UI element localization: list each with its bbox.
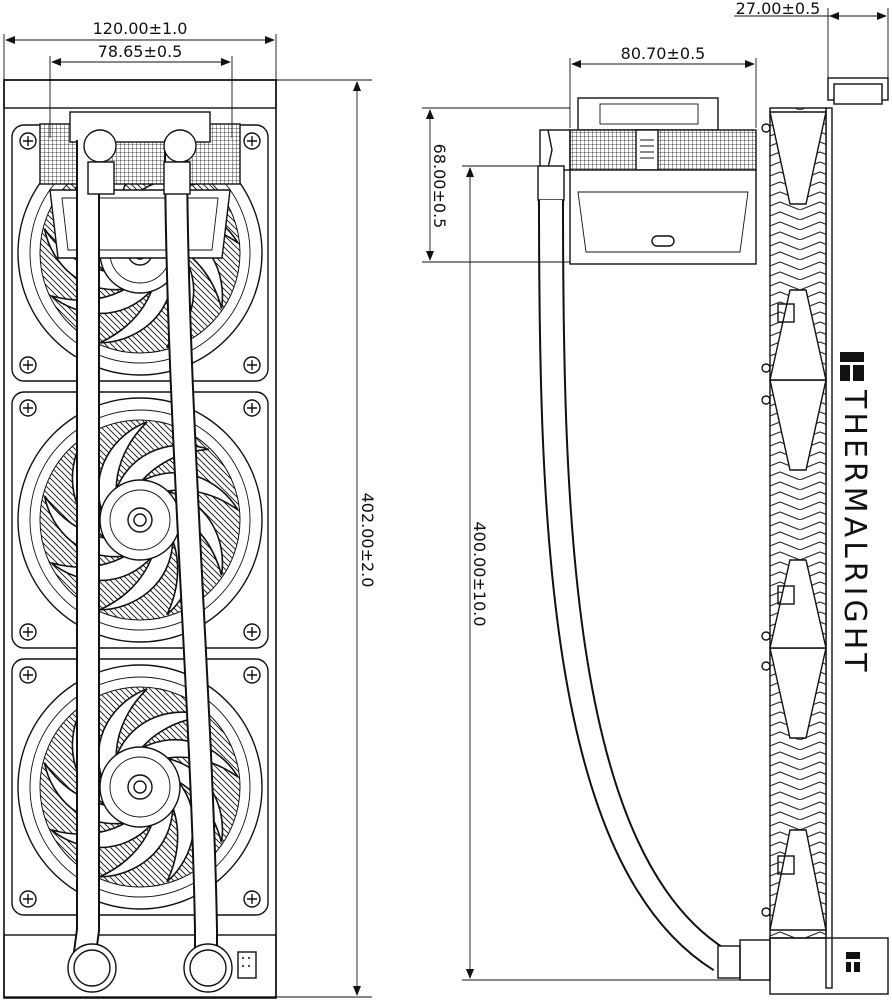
brand-logo <box>840 352 864 362</box>
height-dimension: 402.00±2.0 <box>276 79 377 998</box>
pump-height-dimension: 68.00±0.5 <box>422 107 570 263</box>
height-dim-text: 402.00±2.0 <box>358 493 377 588</box>
tube-length-dimension: 400.00±10.0 <box>462 165 740 981</box>
tube-spacing-dimension: 78.65±0.5 <box>49 42 233 138</box>
pump-height-dim-text: 68.00±0.5 <box>430 144 449 229</box>
brand-text: THERMALRIGHT <box>837 389 872 676</box>
side-view: THERMALRIGHT <box>422 0 889 995</box>
front-view: 120.00±1.0 78.65±0.5 402.00±2.0 <box>3 19 377 999</box>
pump-width-dimension: 80.70±0.5 <box>569 44 757 128</box>
pump-side <box>539 97 757 265</box>
thickness-dim-text: 27.00±0.5 <box>736 0 821 18</box>
tube-side <box>537 165 771 981</box>
thickness-dimension: 27.00±0.5 <box>734 0 889 78</box>
tube-spacing-dim-text: 78.65±0.5 <box>98 42 183 61</box>
tube-length-dim-text: 400.00±10.0 <box>470 521 489 626</box>
pump-width-dim-text: 80.70±0.5 <box>621 44 706 63</box>
radiator-top-tank <box>3 79 277 109</box>
radiator-side <box>761 77 889 995</box>
radiator-bottom-tank <box>3 934 277 998</box>
width-dimension: 120.00±1.0 <box>3 19 277 80</box>
tubes-front <box>67 129 257 993</box>
brand-mark: THERMALRIGHT <box>837 352 872 676</box>
width-dim-text: 120.00±1.0 <box>93 19 188 38</box>
